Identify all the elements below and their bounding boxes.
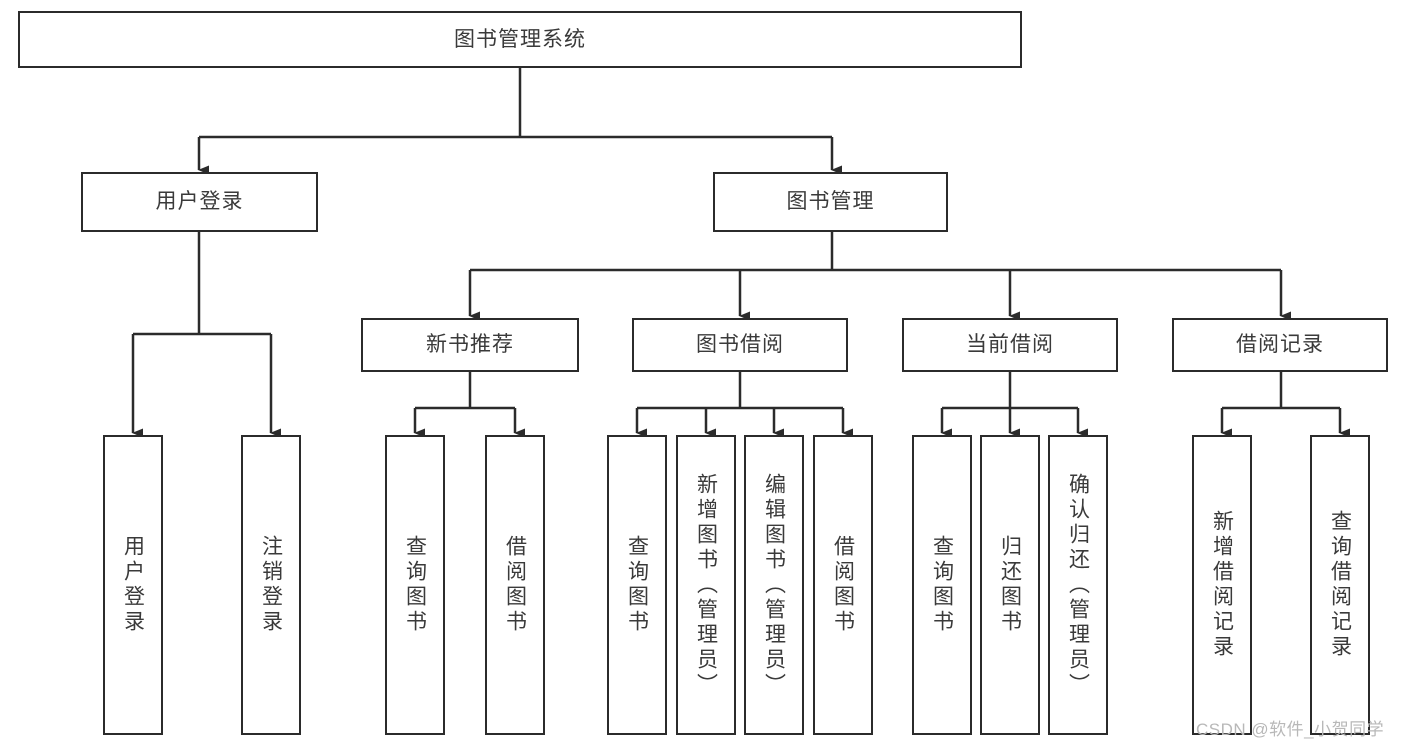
node-book-management[interactable]: 图书管理 <box>713 172 948 232</box>
leaf-user-login[interactable]: 用户登录 <box>103 435 163 735</box>
node-label: 查询借阅记录 <box>1328 510 1352 660</box>
node-new-book-recommend[interactable]: 新书推荐 <box>361 318 579 372</box>
leaf-query-book-2[interactable]: 查询图书 <box>607 435 667 735</box>
node-label: 借阅图书 <box>503 535 527 635</box>
node-label: 查询图书 <box>930 535 954 635</box>
leaf-add-book[interactable]: 新增图书（管理员） <box>676 435 736 735</box>
node-label: 借阅记录 <box>1236 333 1324 357</box>
node-label: 新增借阅记录 <box>1210 510 1234 660</box>
node-borrow-record[interactable]: 借阅记录 <box>1172 318 1388 372</box>
node-book-borrow[interactable]: 图书借阅 <box>632 318 848 372</box>
node-label: 借阅图书 <box>831 535 855 635</box>
node-label: 用户登录 <box>155 190 244 214</box>
leaf-edit-book[interactable]: 编辑图书（管理员） <box>744 435 804 735</box>
leaf-confirm-return[interactable]: 确认归还（管理员） <box>1048 435 1108 735</box>
leaf-borrow-book-1[interactable]: 借阅图书 <box>485 435 545 735</box>
leaf-query-record[interactable]: 查询借阅记录 <box>1310 435 1370 735</box>
node-label: 新书推荐 <box>426 333 514 357</box>
node-label: 编辑图书（管理员） <box>762 472 786 698</box>
node-label: 图书管理系统 <box>454 27 586 51</box>
node-user-login[interactable]: 用户登录 <box>81 172 318 232</box>
watermark-text: CSDN @软件_小贺同学 <box>1196 720 1385 739</box>
node-label: 查询图书 <box>403 535 427 635</box>
node-label: 归还图书 <box>998 535 1022 635</box>
node-label: 当前借阅 <box>966 333 1054 357</box>
node-label: 新增图书（管理员） <box>694 472 718 698</box>
leaf-logout-login[interactable]: 注销登录 <box>241 435 301 735</box>
node-label: 注销登录 <box>259 535 283 635</box>
node-label: 确认归还（管理员） <box>1066 472 1090 698</box>
leaf-add-record[interactable]: 新增借阅记录 <box>1192 435 1252 735</box>
node-root-system[interactable]: 图书管理系统 <box>18 11 1022 68</box>
leaf-query-book-3[interactable]: 查询图书 <box>912 435 972 735</box>
node-label: 图书管理 <box>786 190 875 214</box>
leaf-borrow-book-2[interactable]: 借阅图书 <box>813 435 873 735</box>
node-label: 图书借阅 <box>696 333 784 357</box>
node-label: 查询图书 <box>625 535 649 635</box>
leaf-query-book-1[interactable]: 查询图书 <box>385 435 445 735</box>
leaf-return-book[interactable]: 归还图书 <box>980 435 1040 735</box>
node-current-borrow[interactable]: 当前借阅 <box>902 318 1118 372</box>
node-label: 用户登录 <box>121 535 145 635</box>
